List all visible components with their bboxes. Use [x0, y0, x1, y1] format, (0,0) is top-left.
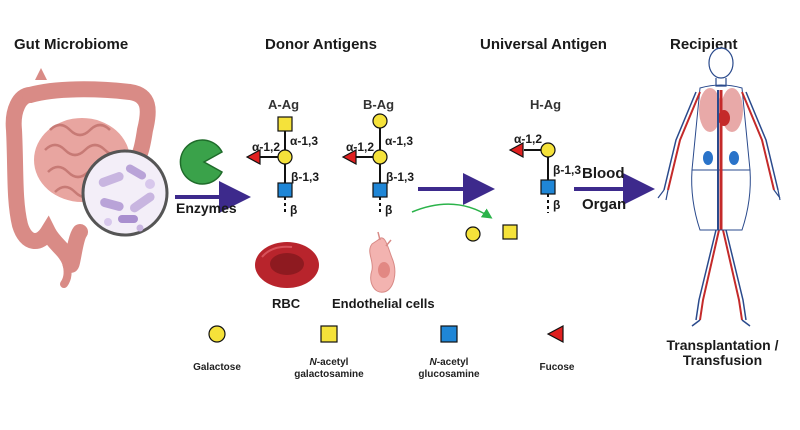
- human-body-illustration: [657, 47, 781, 327]
- legend-glcnac-prefix: N: [429, 357, 437, 368]
- rbc-label: RBC: [272, 296, 301, 311]
- header-recipient: Recipient: [670, 36, 738, 53]
- a-link-alpha12: α-1,2: [252, 140, 281, 154]
- h-antigen-structure: [508, 141, 556, 213]
- legend-glcnac-line2: glucosamine: [418, 369, 480, 380]
- b-link-beta: β: [385, 203, 393, 217]
- h-link-beta: β: [553, 198, 561, 212]
- rbc-illustration: [255, 242, 319, 288]
- galactose-circle: [277, 149, 293, 165]
- transplantation-line-1: Transplantation /: [666, 337, 779, 353]
- h-link-alpha12: α-1,2: [514, 132, 543, 146]
- a-link-alpha13: α-1,3: [290, 134, 319, 148]
- released-galnac: [502, 224, 518, 240]
- a-link-beta13: β-1,3: [291, 170, 320, 184]
- b-link-alpha12: α-1,2: [346, 140, 375, 154]
- h-ag-label: H-Ag: [530, 97, 562, 112]
- b-antigen-structure: [341, 113, 388, 215]
- h-link-beta13: β-1,3: [553, 163, 582, 177]
- endothelial-cell-illustration: [369, 231, 396, 293]
- header-universal-antigen: Universal Antigen: [480, 36, 607, 53]
- legend-glcnac-line1: -acetyl: [436, 357, 469, 368]
- a-antigen-structure: [245, 116, 293, 215]
- blood-label: Blood: [582, 165, 625, 182]
- released-sugars-arrow: [411, 203, 493, 219]
- organ-label: Organ: [582, 196, 627, 213]
- b-link-beta13: β-1,3: [386, 170, 415, 184]
- header-gut-microbiome: Gut Microbiome: [14, 36, 129, 53]
- header-donor-antigens: Donor Antigens: [265, 36, 377, 53]
- galnac-square: [277, 116, 293, 132]
- legend-galactose-label: Galactose: [193, 362, 241, 373]
- enzyme-icon: [179, 139, 223, 185]
- transplantation-label: Transplantation / Transfusion: [655, 338, 790, 368]
- legend-galnac-label: N-acetyl galactosamine: [289, 357, 369, 381]
- legend-fucose-icon: [546, 325, 564, 343]
- legend-glcnac-label: N-acetyl glucosamine: [409, 357, 489, 381]
- fucose-triangle: [245, 148, 261, 166]
- enzymes-label: Enzymes: [176, 200, 237, 216]
- b-link-alpha13: α-1,3: [385, 134, 414, 148]
- b-ag-label: B-Ag: [363, 97, 395, 112]
- legend-galactose-icon: [208, 325, 226, 343]
- legend-galnac-line1: -acetyl: [316, 357, 349, 368]
- legend-fucose-label: Fucose: [539, 362, 575, 373]
- a-link-beta: β: [290, 203, 298, 217]
- a-ag-label: A-Ag: [268, 97, 300, 112]
- transplantation-line-2: Transfusion: [682, 352, 763, 368]
- legend-glcnac-icon: [440, 325, 458, 343]
- legend-galnac-icon: [320, 325, 338, 343]
- legend-galnac-prefix: N: [309, 357, 317, 368]
- microbiome-magnifier: [81, 149, 169, 237]
- glcnac-square: [277, 182, 293, 198]
- legend-galnac-line2: galactosamine: [294, 369, 364, 380]
- released-galactose: [465, 226, 481, 242]
- endothelial-cells-label: Endothelial cells: [332, 296, 435, 311]
